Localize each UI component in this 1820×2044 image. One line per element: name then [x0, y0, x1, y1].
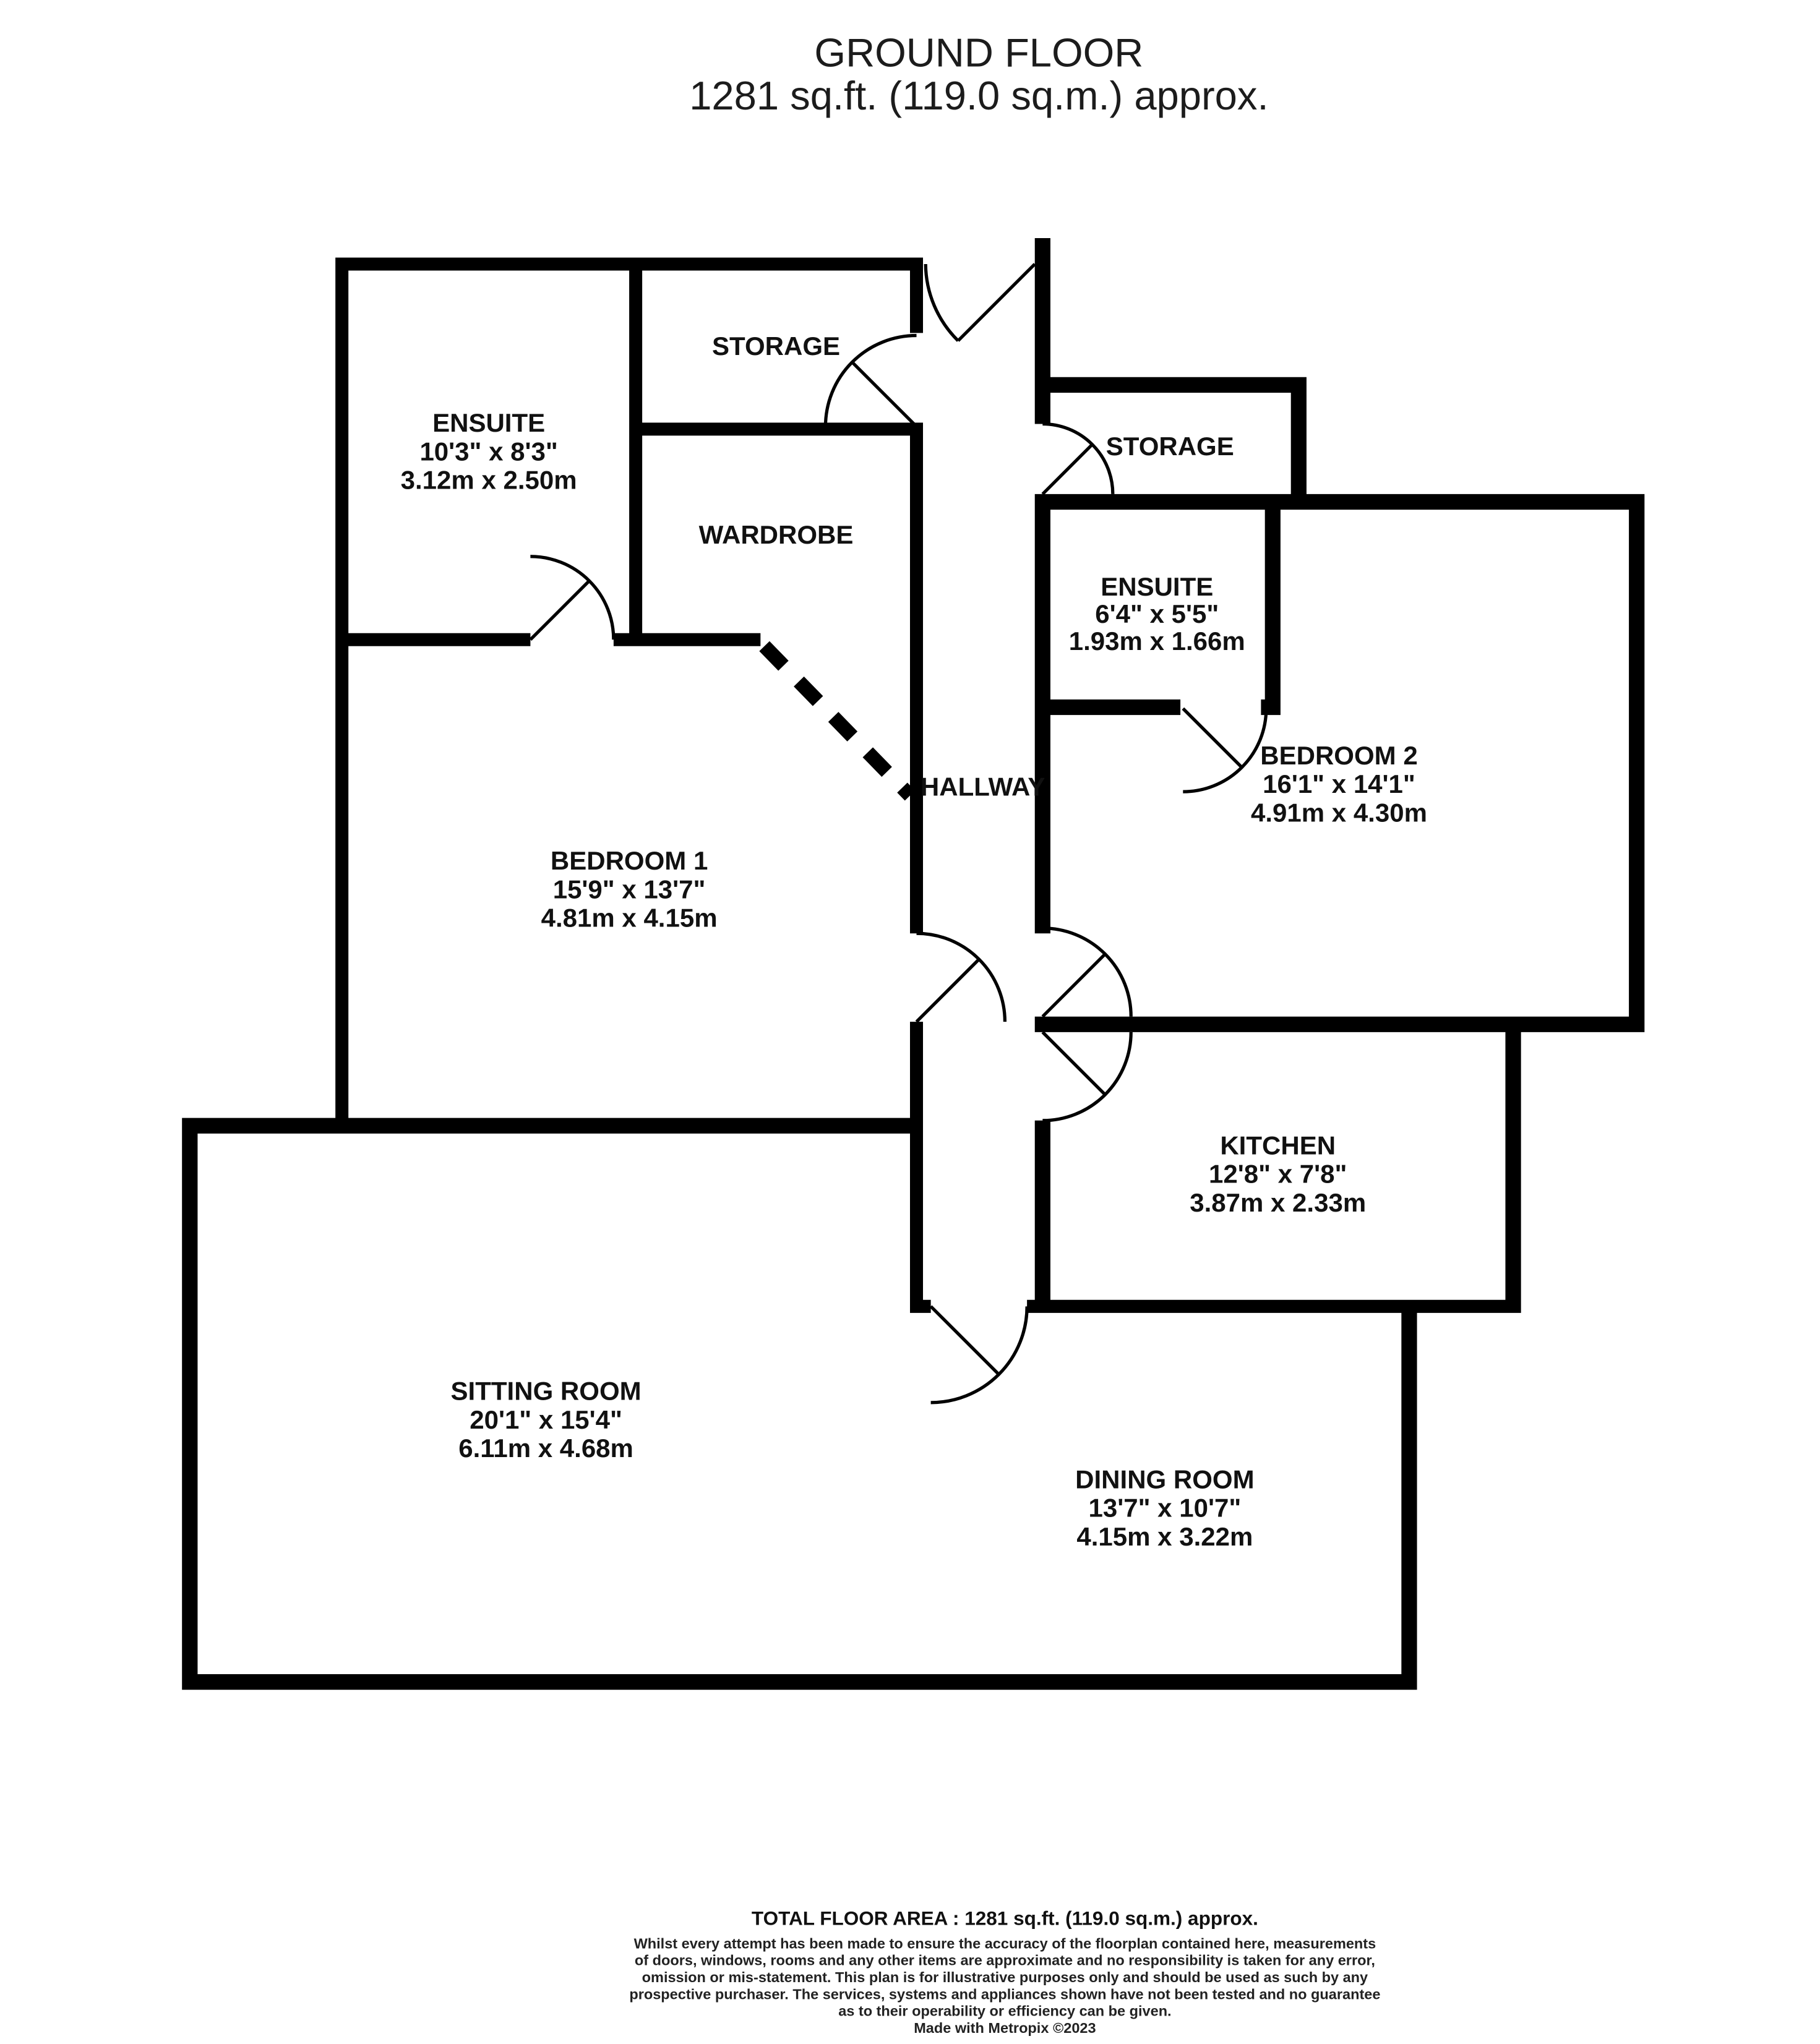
door-bedroom-2	[1041, 926, 1133, 1018]
door-storage-1	[823, 333, 918, 428]
disclaimer-line: prospective purchaser. The services, sys…	[629, 1986, 1380, 2002]
room-name: KITCHEN	[1220, 1131, 1336, 1160]
door-storage-2	[1041, 422, 1115, 495]
room-dims-imperial: 20'1" x 15'4"	[470, 1405, 622, 1434]
disclaimer-line: omission or mis-statement. This plan is …	[642, 1969, 1368, 1985]
door-bedroom-1	[915, 931, 1007, 1023]
room-dims-metric: 3.87m x 2.33m	[1190, 1188, 1366, 1217]
room-label-bedroom-2: BEDROOM 2 16'1" x 14'1" 4.91m x 4.30m	[1251, 741, 1427, 827]
room-label-ensuite-1: ENSUITE 10'3" x 8'3" 3.12m x 2.50m	[401, 408, 577, 494]
room-label-storage-1: STORAGE	[712, 331, 840, 361]
room-name: STORAGE	[712, 331, 840, 361]
room-name: ENSUITE	[432, 408, 545, 437]
plan-title: GROUND FLOOR 1281 sq.ft. (119.0 sq.m.) a…	[689, 30, 1268, 118]
room-name: SITTING ROOM	[451, 1377, 642, 1406]
room-dims-imperial: 6'4" x 5'5"	[1095, 599, 1219, 628]
door-sitting-room	[929, 1305, 1029, 1405]
room-dims-metric: 6.11m x 4.68m	[458, 1434, 633, 1463]
disclaimer-line: Whilst every attempt has been made to en…	[634, 1935, 1376, 1951]
total-floor-area: TOTAL FLOOR AREA : 1281 sq.ft. (119.0 sq…	[752, 1907, 1258, 1930]
door-entrance	[924, 263, 1036, 342]
room-name: ENSUITE	[1101, 572, 1213, 601]
door-kitchen	[1041, 1031, 1133, 1122]
disclaimer-line: of doors, windows, rooms and any other i…	[635, 1952, 1375, 1969]
room-dims-imperial: 16'1" x 14'1"	[1263, 769, 1415, 798]
footer: TOTAL FLOOR AREA : 1281 sq.ft. (119.0 sq…	[629, 1907, 1380, 2036]
walls	[182, 237, 1645, 1690]
room-dims-metric: 1.93m x 1.66m	[1069, 626, 1245, 656]
room-dims-imperial: 12'8" x 7'8"	[1209, 1160, 1347, 1189]
room-label-wardrobe: WARDROBE	[699, 520, 854, 549]
room-dims-imperial: 10'3" x 8'3"	[419, 437, 557, 466]
room-dims-metric: 4.81m x 4.15m	[541, 904, 718, 933]
room-name: DINING ROOM	[1075, 1465, 1254, 1494]
room-label-ensuite-2: ENSUITE 6'4" x 5'5" 1.93m x 1.66m	[1069, 572, 1245, 656]
room-name: WARDROBE	[699, 520, 854, 549]
room-dims-metric: 4.91m x 4.30m	[1251, 798, 1427, 827]
room-name: HALLWAY	[921, 772, 1045, 801]
room-label-sitting-room: SITTING ROOM 20'1" x 15'4" 6.11m x 4.68m	[451, 1377, 642, 1463]
room-dims-metric: 3.12m x 2.50m	[401, 466, 577, 495]
room-label-hallway: HALLWAY	[921, 772, 1045, 801]
room-dims-imperial: 15'9" x 13'7"	[553, 874, 706, 904]
page-title: GROUND FLOOR	[814, 30, 1143, 75]
room-name: STORAGE	[1106, 432, 1234, 461]
room-name: BEDROOM 2	[1260, 741, 1417, 770]
room-label-bedroom-1: BEDROOM 1 15'9" x 13'7" 4.81m x 4.15m	[541, 846, 718, 932]
disclaimer-line: as to their operability or efficiency ca…	[838, 2003, 1171, 2019]
doors	[529, 263, 1268, 1405]
room-label-dining-room: DINING ROOM 13'7" x 10'7" 4.15m x 3.22m	[1075, 1465, 1254, 1551]
dashed-opening-line	[759, 641, 916, 801]
room-dims-imperial: 13'7" x 10'7"	[1089, 1494, 1242, 1523]
room-label-kitchen: KITCHEN 12'8" x 7'8" 3.87m x 2.33m	[1190, 1131, 1366, 1217]
credit-line: Made with Metropix ©2023	[914, 2020, 1096, 2036]
room-name: BEDROOM 1	[551, 846, 708, 875]
door-ensuite-2	[1182, 707, 1268, 793]
door-ensuite-1	[529, 555, 616, 641]
room-dims-metric: 4.15m x 3.22m	[1076, 1522, 1253, 1551]
room-label-storage-2: STORAGE	[1106, 432, 1234, 461]
page-subtitle-area: 1281 sq.ft. (119.0 sq.m.) approx.	[689, 73, 1268, 118]
